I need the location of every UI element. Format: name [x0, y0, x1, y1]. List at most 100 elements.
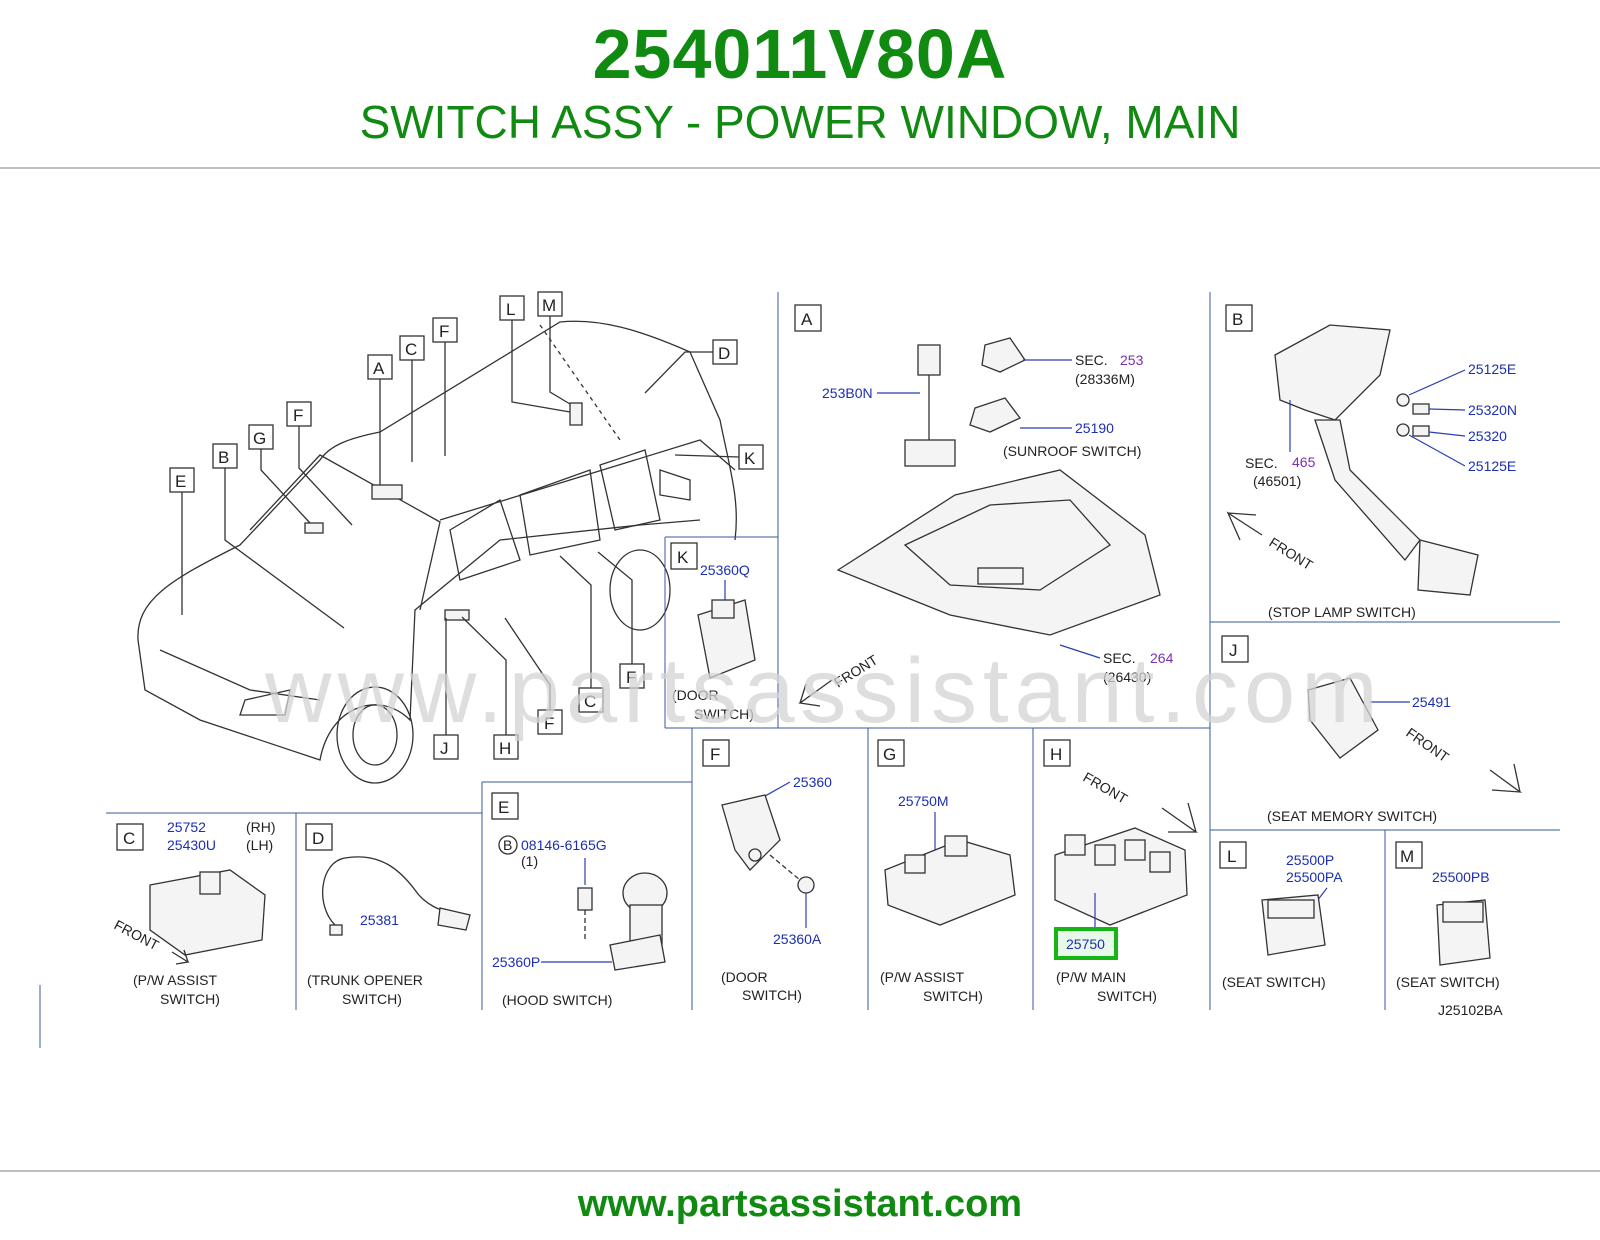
svg-text:25125E: 25125E [1468, 361, 1516, 377]
diagram-code: J25102BA [1438, 1002, 1503, 1018]
callout-g[interactable]: G [248, 424, 311, 524]
svg-text:G: G [883, 745, 896, 764]
callout-k[interactable]: K [674, 444, 764, 470]
svg-text:25752: 25752 [167, 819, 206, 835]
svg-text:D: D [718, 344, 730, 363]
sensor-g [304, 522, 324, 534]
svg-text:SWITCH): SWITCH) [342, 991, 402, 1007]
svg-text:25360P: 25360P [492, 954, 540, 970]
callout-f-bottom[interactable]: F [504, 617, 563, 735]
svg-text:(DOOR: (DOOR [672, 687, 719, 703]
svg-text:SEC.: SEC. [1103, 650, 1136, 666]
svg-text:SWITCH): SWITCH) [1097, 988, 1157, 1004]
svg-text:E: E [175, 472, 186, 491]
section-d-trunk-opener-switch: D 25381 (TRUNK OPENER SWITCH) [305, 823, 471, 1007]
svg-text:SWITCH): SWITCH) [160, 991, 220, 1007]
callout-e[interactable]: E [169, 467, 195, 615]
svg-text:25190: 25190 [1075, 420, 1114, 436]
svg-text:(SEAT MEMORY SWITCH): (SEAT MEMORY SWITCH) [1267, 808, 1437, 824]
callout-c-top[interactable]: C [399, 335, 425, 462]
svg-text:25500PB: 25500PB [1432, 869, 1490, 885]
svg-text:(SEAT SWITCH): (SEAT SWITCH) [1222, 974, 1326, 990]
section-m-seat-switch: M 25500PB (SEAT SWITCH) [1395, 841, 1500, 990]
callout-l[interactable]: L [499, 295, 571, 413]
section-e-hood-switch: E B 08146-6165G (1) 25360P (HOOD SWITCH) [491, 792, 668, 1008]
callout-f-top[interactable]: F [432, 317, 458, 456]
svg-text:B: B [503, 837, 512, 853]
svg-text:(RH): (RH) [246, 819, 276, 835]
svg-text:FRONT: FRONT [1266, 534, 1316, 573]
svg-text:C: C [405, 340, 417, 359]
svg-text:F: F [626, 668, 636, 687]
svg-text:FRONT: FRONT [1403, 724, 1452, 765]
callout-c-bottom[interactable]: C [559, 555, 604, 713]
svg-text:(LH): (LH) [246, 837, 273, 853]
callout-h[interactable]: H [461, 616, 519, 760]
svg-text:25500PA: 25500PA [1286, 869, 1343, 885]
overhead-console [371, 484, 403, 500]
highlighted-part-box[interactable] [1054, 927, 1118, 960]
callout-d[interactable]: D [644, 339, 738, 394]
svg-text:25360Q: 25360Q [700, 562, 750, 578]
section-k-door-switch: K 25360Q (DOOR SWITCH) [670, 542, 756, 722]
callout-b[interactable]: B [212, 443, 345, 629]
svg-text:(P/W MAIN: (P/W MAIN [1056, 969, 1126, 985]
svg-text:(HOOD SWITCH): (HOOD SWITCH) [502, 992, 612, 1008]
svg-text:F: F [710, 745, 720, 764]
svg-text:J: J [440, 739, 449, 758]
svg-text:SEC.: SEC. [1075, 352, 1108, 368]
svg-text:(STOP LAMP SWITCH): (STOP LAMP SWITCH) [1268, 604, 1416, 620]
svg-text:B: B [218, 448, 229, 467]
svg-text:SEC.: SEC. [1245, 455, 1278, 471]
svg-text:(SEAT SWITCH): (SEAT SWITCH) [1396, 974, 1500, 990]
svg-text:L: L [1227, 847, 1236, 866]
svg-text:G: G [253, 429, 266, 448]
header: 254011V80A SWITCH ASSY - POWER WINDOW, M… [0, 0, 1600, 170]
svg-text:(DOOR: (DOOR [721, 969, 768, 985]
svg-text:08146-6165G: 08146-6165G [521, 837, 607, 853]
svg-text:K: K [677, 548, 689, 567]
svg-text:J: J [1229, 641, 1238, 660]
part-number-title: 254011V80A [592, 15, 1008, 93]
svg-text:25320: 25320 [1468, 428, 1507, 444]
svg-text:(28336M): (28336M) [1075, 371, 1135, 387]
vehicle-overview [137, 320, 737, 784]
svg-text:SWITCH): SWITCH) [742, 987, 802, 1003]
svg-text:M: M [1400, 847, 1414, 866]
svg-text:D: D [312, 829, 324, 848]
svg-text:A: A [801, 310, 813, 329]
svg-text:(1): (1) [521, 853, 538, 869]
callout-f-right[interactable]: F [597, 551, 645, 689]
svg-text:L: L [506, 300, 515, 319]
svg-text:F: F [293, 406, 303, 425]
svg-text:25750M: 25750M [898, 793, 949, 809]
svg-text:H: H [499, 739, 511, 758]
callout-a[interactable]: A [367, 354, 393, 485]
svg-text:A: A [373, 359, 385, 378]
part-description: SWITCH ASSY - POWER WINDOW, MAIN [359, 96, 1241, 148]
svg-text:264: 264 [1150, 650, 1174, 666]
svg-text:465: 465 [1292, 454, 1316, 470]
callout-f-left[interactable]: F [286, 401, 353, 526]
svg-text:253B0N: 253B0N [822, 385, 873, 401]
callout-m[interactable]: M [537, 291, 571, 405]
svg-text:253: 253 [1120, 352, 1144, 368]
svg-text:(TRUNK OPENER: (TRUNK OPENER [307, 972, 423, 988]
svg-text:25491: 25491 [1412, 694, 1451, 710]
callout-j[interactable]: J [433, 618, 459, 760]
footer-divider [0, 1170, 1600, 1172]
svg-text:25381: 25381 [360, 912, 399, 928]
switch-lm [569, 402, 583, 426]
section-c-pw-assist-switch: C 25752 (RH) 25430U (LH) FRONT (P/W ASSI… [112, 819, 276, 1007]
watermark: www.partsassistant.com [264, 640, 1384, 742]
svg-text:M: M [542, 296, 556, 315]
svg-text:SWITCH): SWITCH) [923, 988, 983, 1004]
svg-text:25500P: 25500P [1286, 852, 1334, 868]
switch-jh [444, 609, 470, 621]
footer-website-link[interactable]: www.partsassistant.com [577, 1183, 1023, 1225]
svg-text:K: K [744, 449, 756, 468]
svg-text:F: F [439, 322, 449, 341]
section-h-pw-main-switch: H FRONT 25750 (P/W MAIN SWITCH) [1043, 739, 1199, 1004]
highlighted-part-number: 25750 [1066, 936, 1105, 952]
car-callouts: A C F L M D K F G B E J H F C F [169, 291, 764, 760]
